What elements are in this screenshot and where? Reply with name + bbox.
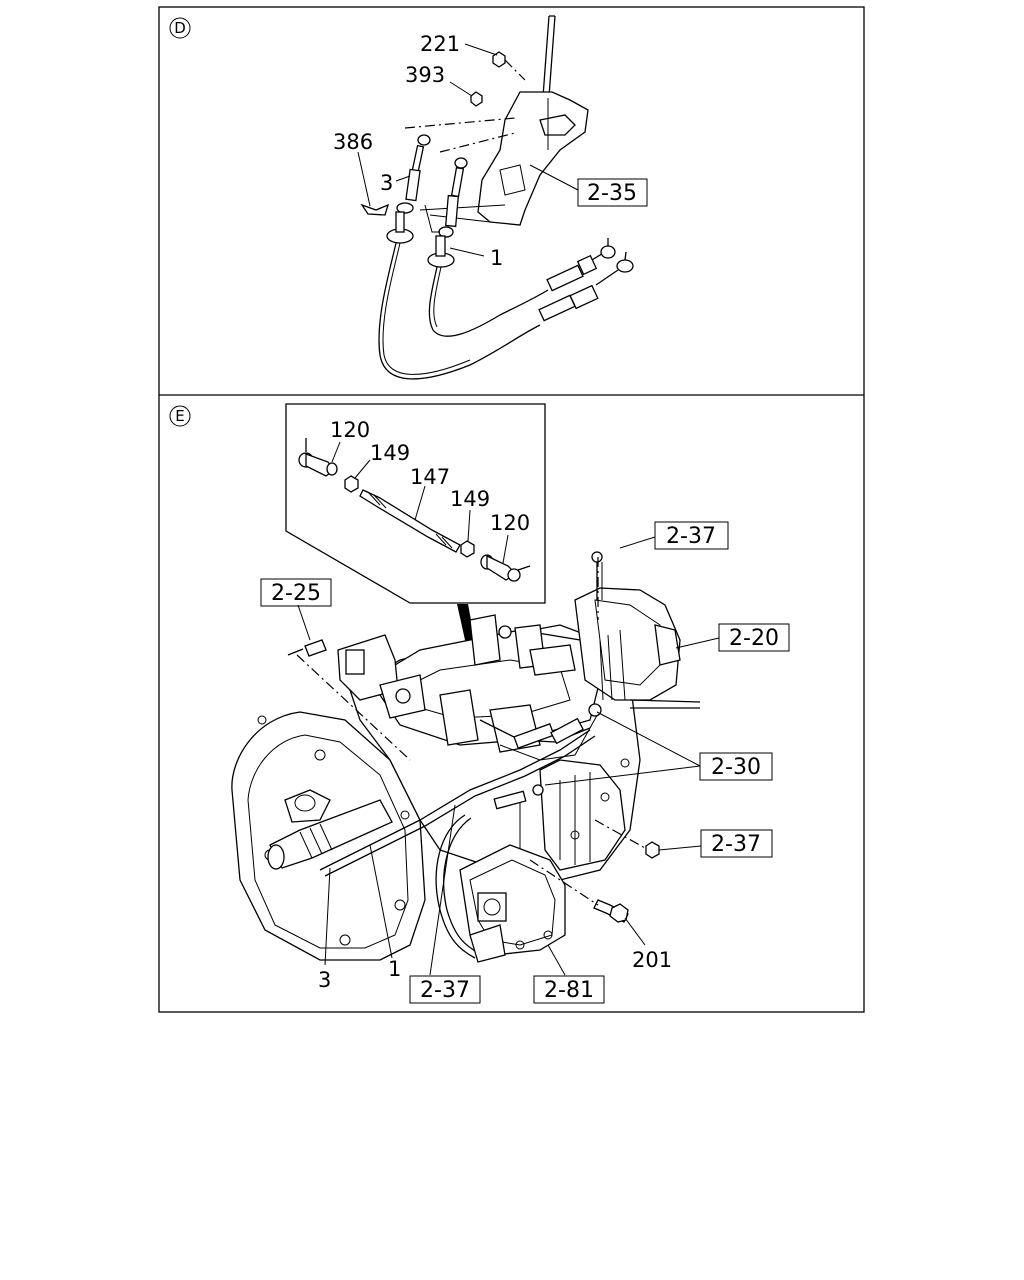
label-386: 386	[333, 130, 373, 154]
label-393: 393	[405, 63, 445, 87]
transmission-assembly	[231, 551, 701, 963]
label-1-d: 1	[490, 246, 503, 270]
ball-joint-120-left	[298, 438, 338, 477]
panel-e: E 120 149 147 149	[169, 403, 790, 1004]
label-3-e: 3	[318, 968, 331, 992]
label-149-top: 149	[370, 441, 410, 465]
nut-149-left	[344, 475, 359, 493]
washer-393	[470, 91, 483, 107]
ref-2-37-right: 2-37	[711, 832, 761, 857]
detail-inset	[285, 403, 546, 604]
panel-e-marker: E	[175, 407, 184, 425]
ref-2-25: 2-25	[271, 581, 321, 606]
ref-box-2-81	[533, 975, 605, 1004]
label-3-d: 3	[380, 171, 393, 195]
adjust-rod-147	[359, 489, 461, 553]
ref-box-2-37-top	[654, 521, 729, 550]
ball-joint-120-right	[480, 554, 531, 582]
label-1-e: 1	[388, 957, 401, 981]
panel-e-marker-circle	[169, 405, 191, 427]
ref-2-35: 2-35	[587, 181, 637, 206]
ref-box-2-35	[577, 178, 648, 207]
ref-2-37-bottom: 2-37	[420, 978, 470, 1003]
panel-d-marker: D	[174, 19, 186, 37]
ref-2-37-top: 2-37	[666, 524, 716, 549]
label-201: 201	[632, 948, 672, 972]
diagram-frame	[158, 6, 865, 1013]
nut-149-right	[460, 540, 475, 558]
ref-2-30: 2-30	[711, 755, 761, 780]
panel-d-marker-circle	[169, 17, 191, 39]
shift-cables	[378, 238, 634, 380]
shift-lever	[419, 15, 589, 226]
ref-2-20: 2-20	[729, 626, 779, 651]
ref-box-2-20	[718, 623, 790, 652]
cable-end-3	[386, 134, 431, 244]
label-120-top: 120	[330, 418, 370, 442]
label-147: 147	[410, 465, 450, 489]
ref-2-81: 2-81	[544, 978, 594, 1003]
clip-386	[360, 203, 390, 216]
ref-box-2-37-right	[700, 829, 773, 858]
ref-box-2-25	[260, 578, 332, 607]
panel-d: D 221 393 386	[169, 15, 648, 380]
ref-box-2-37-bottom	[409, 975, 481, 1004]
nut-221	[492, 51, 506, 68]
label-149-right: 149	[450, 487, 490, 511]
label-221: 221	[420, 32, 460, 56]
ref-box-2-30	[699, 752, 773, 781]
label-120-right: 120	[490, 511, 530, 535]
